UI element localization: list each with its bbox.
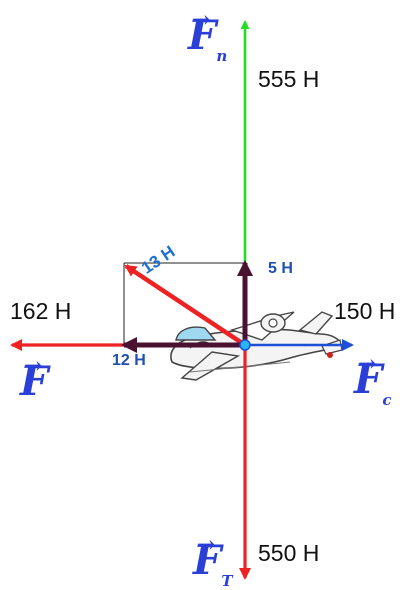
drag-subscript: c (382, 391, 392, 409)
vector-arrow-icon: → (192, 7, 211, 33)
resultant-force-arrow (124, 264, 247, 347)
lift-value-label: 555 H (258, 66, 320, 92)
gravity-symbol: F (193, 537, 222, 584)
thrust-vector-label: → F (20, 355, 48, 402)
drag-vector-label: → Fc (354, 353, 392, 408)
vector-arrow-icon: → (24, 353, 43, 379)
vertical-component-label: 5 H (268, 260, 293, 277)
gravity-subscript: T (221, 572, 233, 590)
lift-vector-label: → Fn (188, 9, 227, 64)
thrust-symbol: F (20, 358, 49, 405)
drag-symbol: F (354, 356, 383, 403)
parallelogram-helper-lines (123, 262, 245, 345)
horizontal-component-label: 12 H (112, 352, 146, 369)
lift-subscript: n (216, 47, 228, 65)
vector-arrow-icon: → (358, 351, 377, 377)
thrust-value-label: 162 H (10, 298, 72, 324)
application-point (239, 339, 251, 351)
gravity-value-label: 550 H (258, 540, 320, 566)
vector-arrow-icon: → (197, 532, 216, 558)
drag-value-label: 150 H (334, 298, 396, 324)
gravity-vector-label: → FT (193, 534, 233, 589)
lift-symbol: F (188, 12, 217, 59)
